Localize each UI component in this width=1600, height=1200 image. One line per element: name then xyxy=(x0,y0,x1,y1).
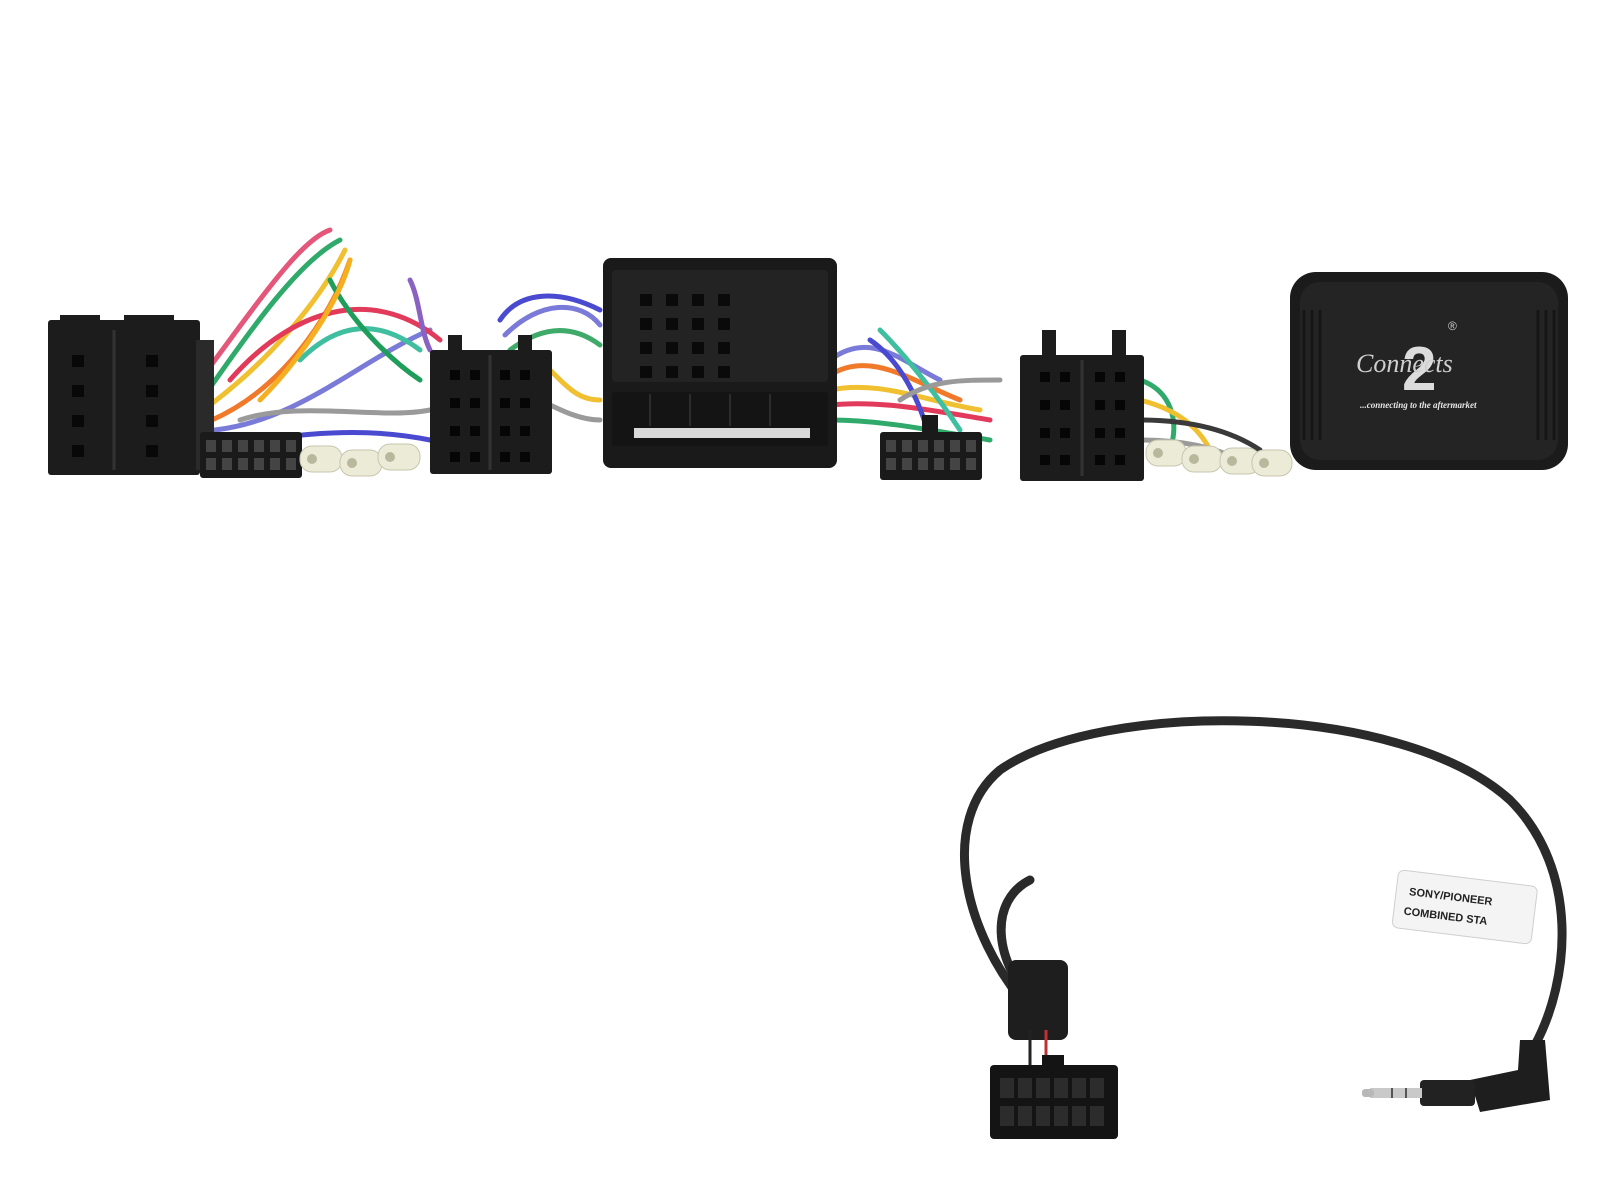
logo-script: Connects xyxy=(1356,349,1453,378)
logo-number: 2 xyxy=(1402,335,1436,404)
bullet-terminals-left xyxy=(299,443,421,477)
quadlock-connector xyxy=(603,258,837,468)
cable-label-tag: SONY/PIONEER COMBINED STA xyxy=(1391,869,1538,945)
pin-block-middle xyxy=(880,415,982,480)
iso-connector-middle-left xyxy=(430,335,552,474)
molex-connector xyxy=(990,1055,1118,1139)
pin-block-left xyxy=(200,432,302,478)
patch-lead: SONY/PIONEER COMBINED STA xyxy=(960,716,1567,1139)
logo-tagline: ...connecting to the aftermarket xyxy=(1360,400,1477,410)
module-logo: 2 Connects ® ...connecting to the afterm… xyxy=(1356,319,1477,410)
registered-mark: ® xyxy=(1448,319,1457,333)
bullet-terminals-right xyxy=(1145,439,1293,477)
iso-connector-right xyxy=(1020,330,1144,481)
interface-module: 2 Connects ® ...connecting to the afterm… xyxy=(1290,272,1568,470)
jack-plug xyxy=(1362,1040,1550,1112)
iso-connector-left xyxy=(48,315,214,475)
